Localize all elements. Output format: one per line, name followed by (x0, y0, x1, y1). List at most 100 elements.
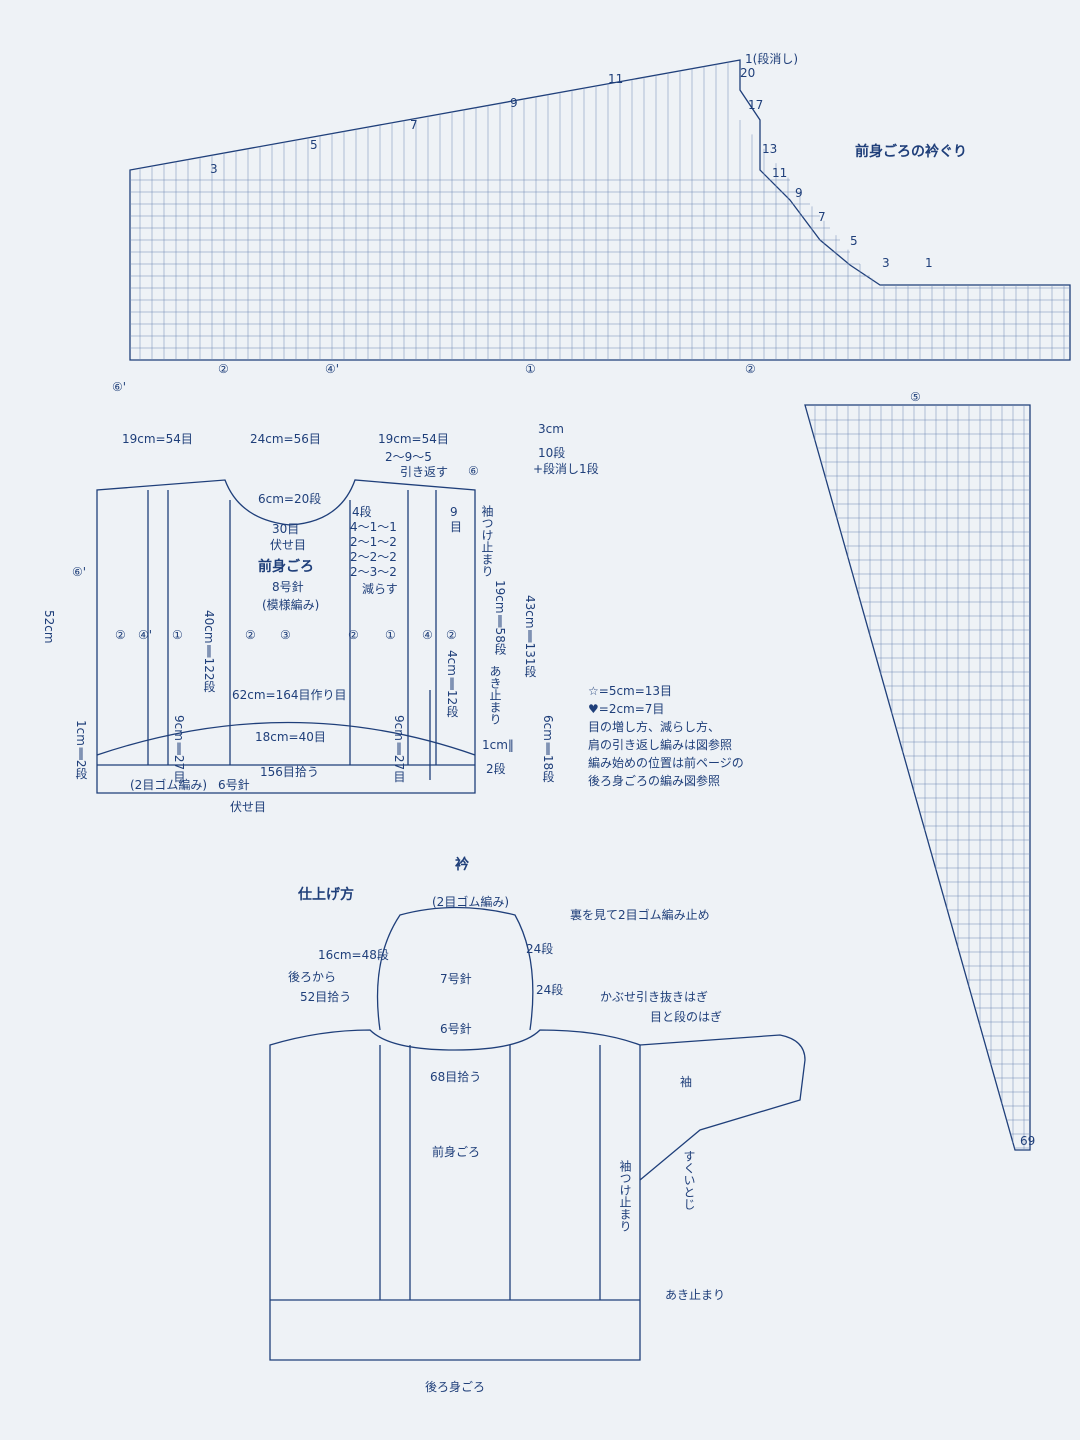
col-mark: ④ (422, 628, 433, 642)
section-mark: ① (525, 362, 536, 376)
nine-unit: 目 (450, 520, 463, 534)
turn-label: 3 (210, 162, 218, 176)
col-mark: ① (172, 628, 183, 642)
needle-size: 8号針 (272, 580, 304, 594)
top-chart-title: 前身ごろの衿ぐり (855, 144, 967, 160)
note: 編み始めの位置は前ページの (588, 756, 744, 770)
row-label: 5 (850, 234, 858, 248)
body-height: 40cm‖122段 (202, 610, 216, 693)
col-mark: ① (385, 628, 396, 642)
front-schematic-outline (96, 479, 476, 794)
neck-short: +段消し1段 (533, 462, 599, 476)
sukui: すくいとじ (682, 1150, 696, 1210)
sleeve-label: 袖 (680, 1075, 693, 1089)
section-mark: ② (745, 362, 756, 376)
sleeve-stop: 袖つけ止まり (618, 1160, 632, 1232)
dec-row: 2〜2〜2 (350, 550, 397, 564)
slit-note: あき止まり (488, 665, 502, 725)
front-pick: 68目拾う (430, 1070, 482, 1084)
nine-cm-left: 9cm‖27目 (172, 715, 186, 783)
back-label: 後ろ身ごろ (425, 1380, 486, 1394)
front-label: 前身ごろ (432, 1145, 481, 1159)
needle-7: 7号針 (440, 972, 472, 986)
total-height-r: 43cm‖131段 (523, 595, 537, 678)
center-bind: 30目 (272, 522, 300, 536)
hem: 6cm‖18段 (541, 715, 555, 783)
row-label: 9 (795, 186, 803, 200)
armhole: 19cm‖58段 (493, 580, 507, 655)
row-label: 1(段消し) (745, 52, 798, 66)
row-label: 13 (762, 142, 778, 156)
left-edge: 1cm‖2段 (74, 720, 88, 780)
row-label: 1 (925, 256, 933, 270)
bind-off: 伏せ目 (230, 800, 267, 814)
right-chart-outline (804, 404, 1031, 1151)
nine-cm-right: 9cm‖27目 (392, 715, 406, 783)
kabuse: かぶせ引き抜きはぎ (600, 990, 709, 1004)
dec-row: 4段 (352, 505, 372, 519)
note: 肩の引き返し編みは図参照 (588, 738, 733, 752)
width-label: 19cm=54目 (122, 432, 193, 446)
aki-label: あき止まり (665, 1288, 726, 1302)
row-label: 20 (740, 66, 756, 80)
short-row-note: 引き返す (400, 465, 449, 479)
col-mark: ④' (138, 628, 153, 642)
armhole-start: 袖つけ止まり (480, 505, 494, 577)
cast-on: 62cm=164目作り目 (232, 688, 347, 702)
col-mark: ② (115, 628, 126, 642)
collar-width: 16cm=48段 (318, 948, 389, 962)
dec-row: 2〜3〜2 (350, 565, 397, 579)
col-mark: ② (245, 628, 256, 642)
rib-needle: 6号針 (218, 778, 250, 792)
right-chart-mark: ⑤ (910, 390, 921, 404)
me-dan: 目と段のはぎ (650, 1010, 723, 1024)
col-mark: ② (446, 628, 457, 642)
mark-6: ⑥ (468, 464, 479, 478)
finishing-sweater-outline (269, 1029, 641, 1361)
collar-title: 衿 (455, 857, 469, 873)
right-edge2: 2段 (486, 762, 506, 776)
neck-top: 3cm (538, 422, 564, 436)
turn-label: 5 (310, 138, 318, 152)
row-label: 17 (748, 98, 764, 112)
turn-label: 11 (608, 72, 624, 86)
top-chart-outline (129, 59, 1071, 361)
center-bind-note: 伏せ目 (270, 538, 307, 552)
center-18: 18cm=40目 (255, 730, 326, 744)
finishing-title: 仕上げ方 (298, 887, 354, 903)
collar-rib: (2目ゴム編み) (432, 895, 509, 909)
total-height: 52cm (42, 610, 56, 644)
col-mark: ② (348, 628, 359, 642)
short-row: 2〜9〜5 (385, 450, 432, 464)
dec-note: 減らす (362, 582, 398, 596)
note: 後ろ身ごろの編み図参照 (588, 774, 721, 788)
section-mark: ④' (325, 362, 340, 376)
back-pick: 後ろから (288, 970, 337, 984)
section-mark: ⑥' (112, 380, 127, 394)
dec-row: 4〜1〜1 (350, 520, 397, 534)
rows-24b: 24段 (536, 983, 564, 997)
right-chart-bottom-number: 69 (1020, 1134, 1036, 1148)
nine: 9 (450, 505, 458, 519)
piece-name: 前身ごろ (258, 559, 314, 575)
rows-24a: 24段 (526, 942, 554, 956)
right-edge: 1cm‖ (482, 738, 514, 752)
row-label: 7 (818, 210, 826, 224)
collar-bind: 裏を見て2目ゴム編み止め (570, 908, 710, 922)
turn-label: 7 (410, 118, 418, 132)
note: ♥=2cm=7目 (588, 702, 665, 716)
width-label: 24cm=56目 (250, 432, 321, 446)
stitch-pattern: (模様編み) (262, 598, 320, 612)
note: 目の増し方、減らし方、 (588, 720, 721, 734)
mark-6p: ⑥' (72, 565, 87, 579)
back-pick2: 52目拾う (300, 990, 352, 1004)
neck-rows: 10段 (538, 446, 566, 460)
needle-6: 6号針 (440, 1022, 472, 1036)
note: ☆=5cm=13目 (588, 684, 673, 698)
pickup: 156目拾う (260, 765, 319, 779)
section-mark: ② (218, 362, 229, 376)
dec-row: 2〜1〜2 (350, 535, 397, 549)
neck-depth: 6cm=20段 (258, 492, 322, 506)
